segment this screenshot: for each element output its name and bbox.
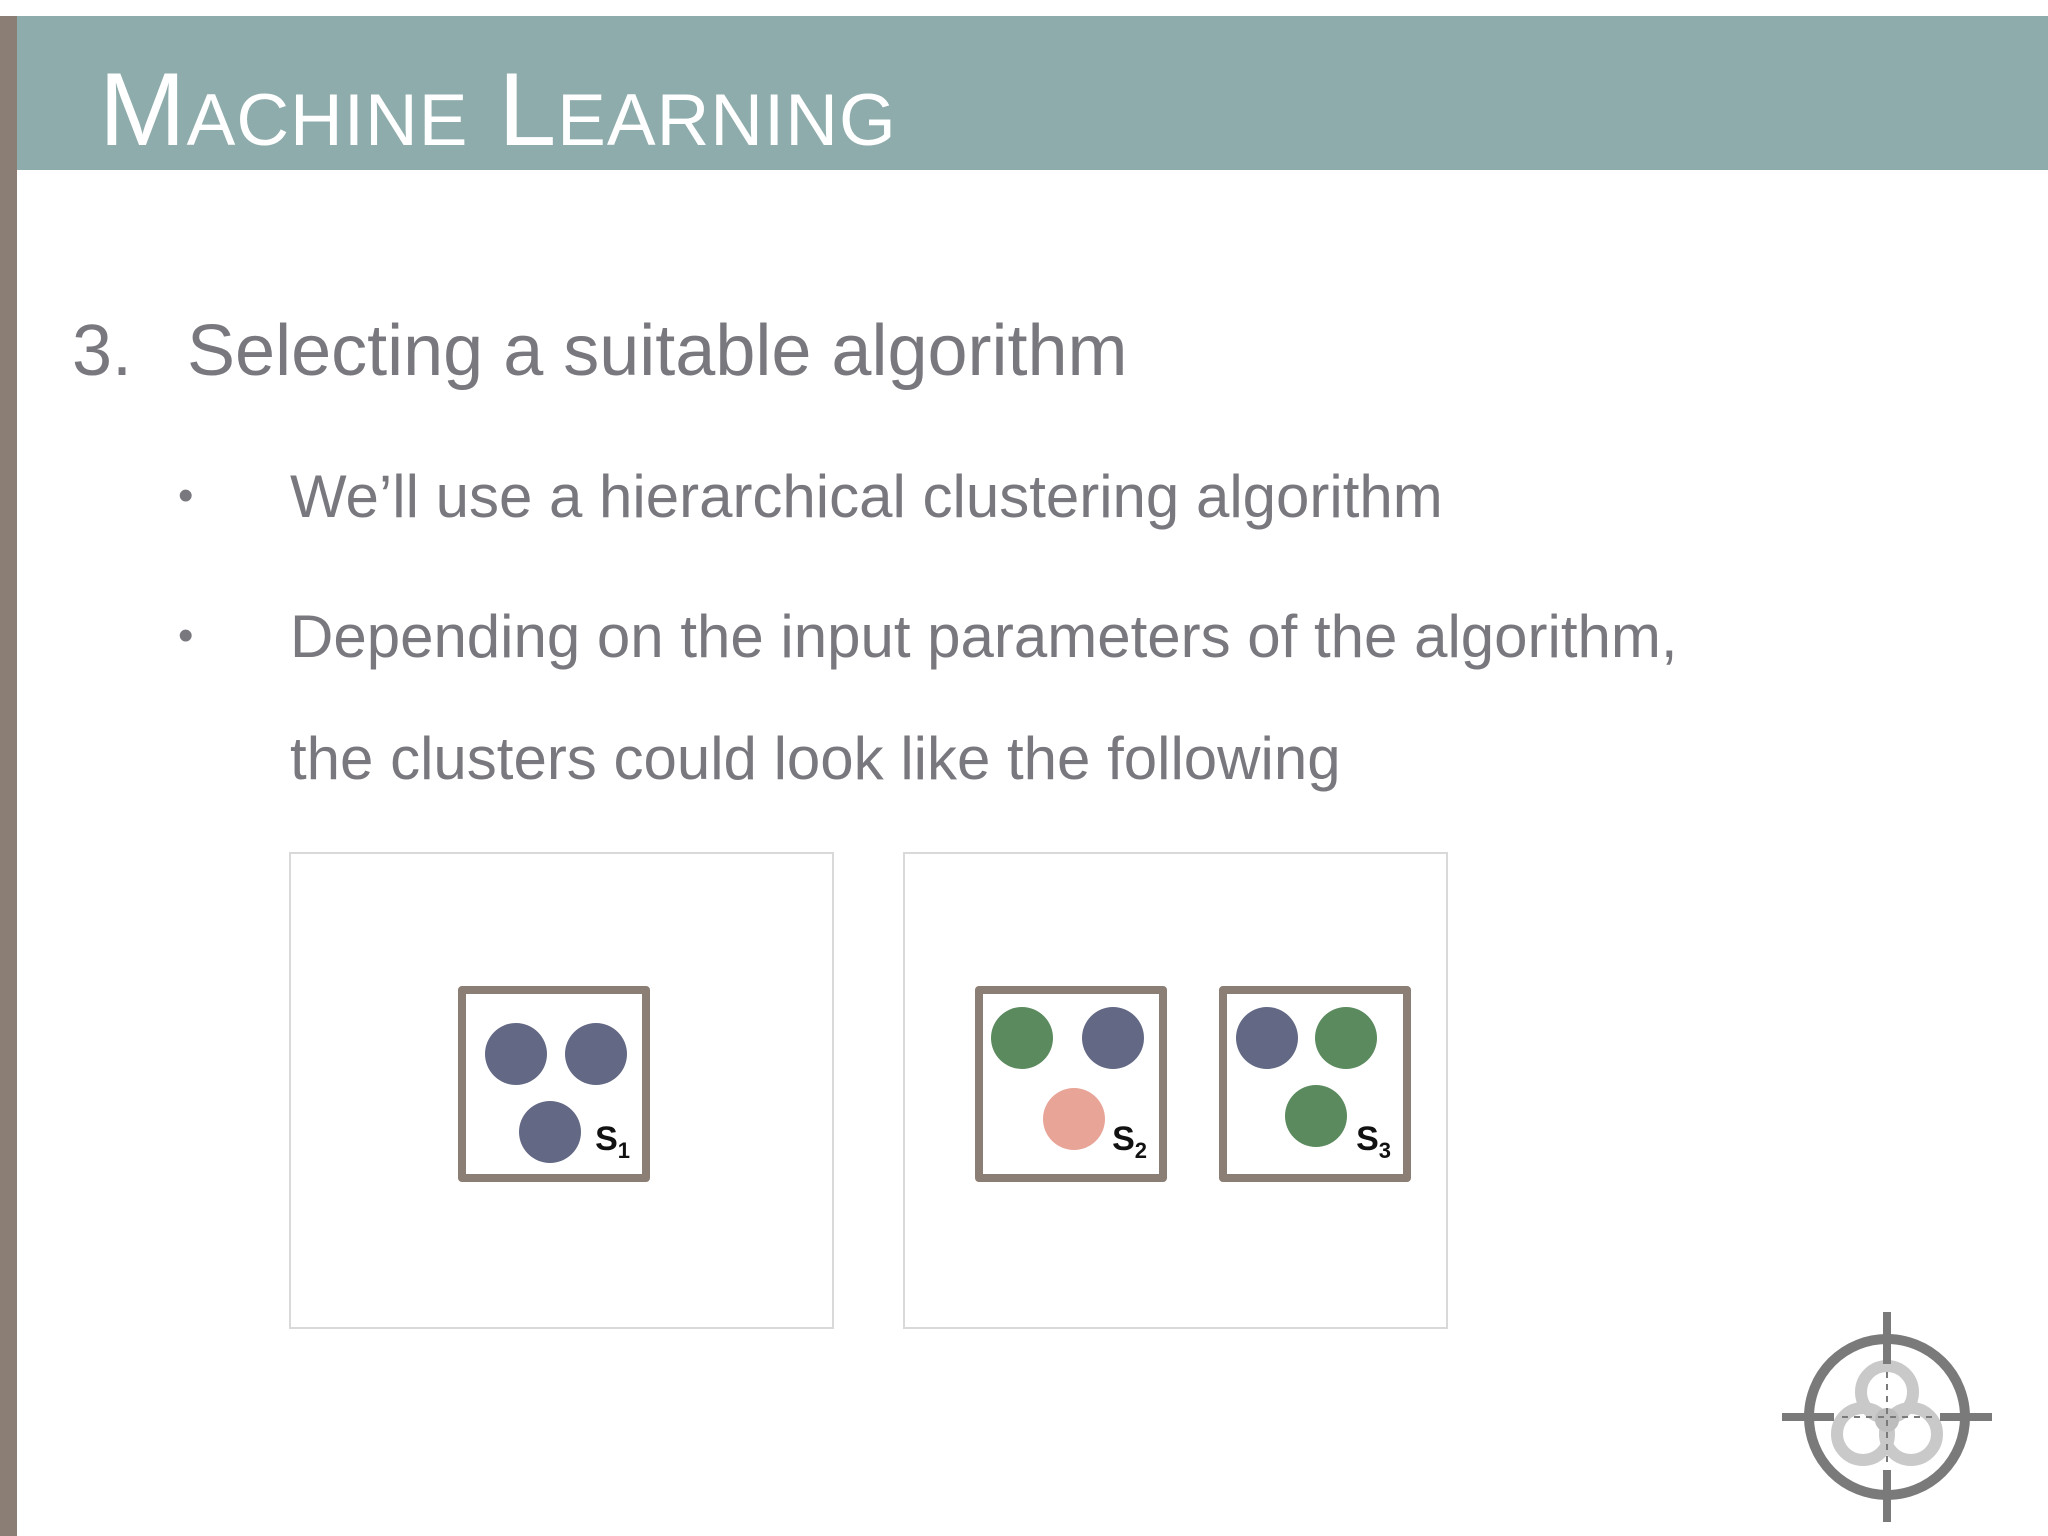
cluster-box-s2: S2 [975, 986, 1167, 1182]
cluster-box-s3: S3 [1219, 986, 1411, 1182]
cluster-point [1285, 1085, 1347, 1147]
biohazard-symbol [1831, 1360, 1943, 1466]
cluster-box-s1: S1 [458, 986, 650, 1182]
bullet-text: We’ll use a hierarchical clustering algo… [290, 463, 1443, 530]
top-margin [0, 0, 2048, 16]
cluster-label: S2 [1112, 1120, 1147, 1163]
bullet-text: Depending on the input parameters of the… [290, 603, 1678, 670]
cluster-label: S3 [1356, 1120, 1391, 1163]
cluster-point [1236, 1007, 1298, 1069]
bullet-text-continued: the clusters could look like the followi… [290, 725, 1341, 792]
cluster-point [485, 1023, 547, 1085]
left-accent-bar [0, 0, 17, 1536]
cluster-point [1082, 1007, 1144, 1069]
cluster-point [565, 1023, 627, 1085]
crosshair [1782, 1312, 1992, 1522]
heading-number: 3. [72, 311, 133, 391]
bullet-marker: • [178, 611, 194, 660]
section-heading: 3. Selecting a suitable algorithm [72, 308, 1128, 394]
cluster-panel-one: S1 [289, 852, 834, 1329]
title-banner: Machine Learning [17, 16, 2048, 170]
heading-text: Selecting a suitable algorithm [187, 311, 1128, 391]
cluster-label: S1 [595, 1120, 630, 1163]
cluster-panel-two: S2 S3 [903, 852, 1448, 1329]
slide-title: Machine Learning [99, 52, 897, 168]
cluster-point [519, 1101, 581, 1163]
cluster-point [1043, 1088, 1105, 1150]
biohazard-crosshair-icon [1782, 1312, 1992, 1522]
bullet-marker: • [178, 471, 194, 520]
cluster-point [1315, 1007, 1377, 1069]
cluster-point [991, 1007, 1053, 1069]
